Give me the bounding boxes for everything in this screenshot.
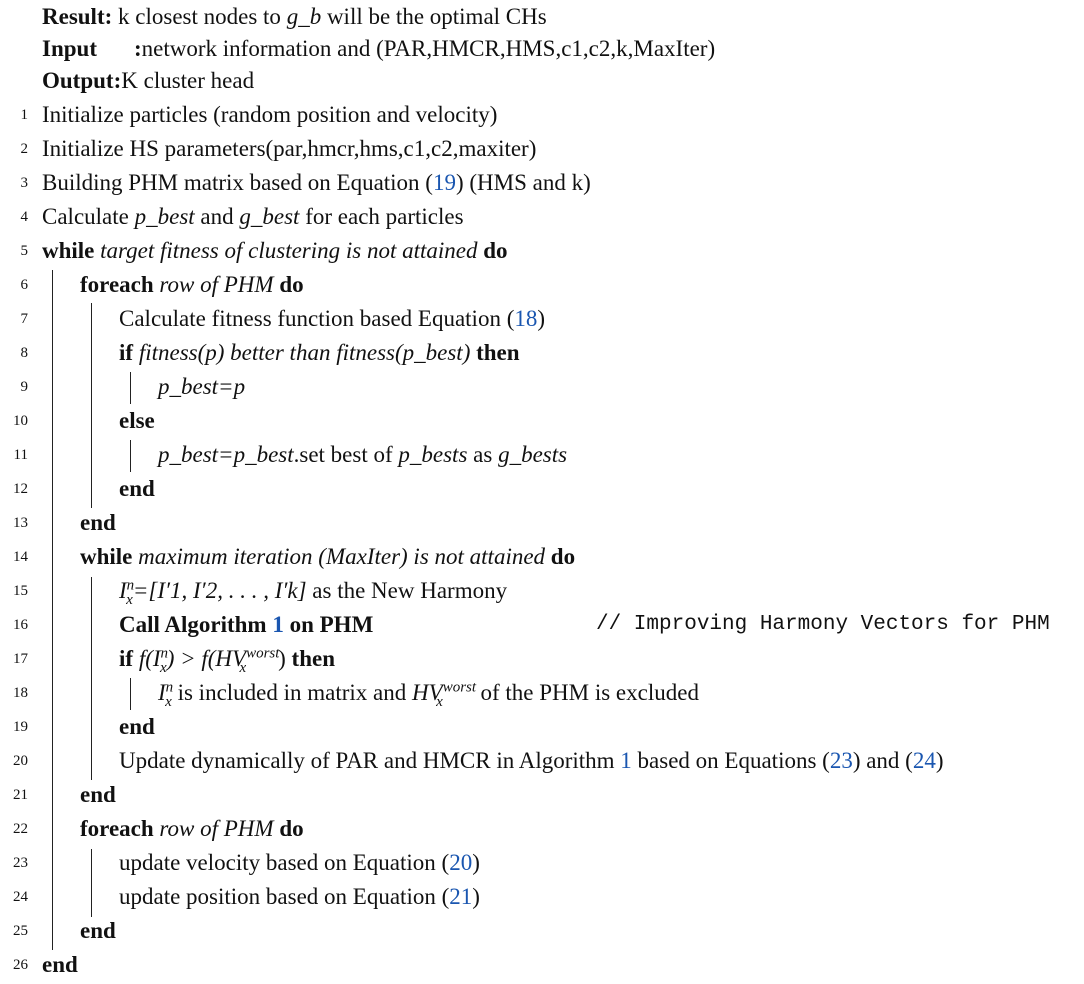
algo-line-20: 20 Update dynamically of PAR and HMCR in… — [0, 744, 1084, 778]
line-number: 10 — [13, 413, 28, 429]
line-number: 1 — [20, 107, 29, 123]
equation-ref-link[interactable]: 18 — [514, 306, 538, 331]
input-label: Input — [42, 36, 97, 61]
line-number: 11 — [13, 447, 28, 463]
algo-line-14: 14 while maximum iteration (MaxIter) is … — [0, 540, 1084, 574]
output-text: K cluster head — [121, 68, 255, 93]
algo-line-15: 15 Inx=[I′1, I′2, . . . , I′k] as the Ne… — [0, 574, 1084, 608]
algorithm-ref-link[interactable]: 1 — [272, 612, 284, 637]
output-label: Output: — [42, 68, 122, 93]
algorithm-ref-link[interactable]: 1 — [620, 748, 632, 773]
result-text: k closest nodes to g_b will be the optim… — [118, 4, 547, 29]
if1-else-bar — [130, 440, 132, 472]
line-number: 16 — [13, 617, 28, 633]
while2-block-bar — [91, 577, 93, 780]
algo-line-17: 17 if f(Inx) > f(HVworstx) then — [0, 642, 1084, 676]
algo-line-10: 10 else — [0, 404, 1084, 438]
algo-line-21: 21 end — [0, 778, 1084, 812]
equation-ref-link[interactable]: 23 — [829, 748, 853, 773]
algo-line-6: 6 foreach row of PHM do — [0, 268, 1084, 302]
line-number: 5 — [20, 243, 29, 259]
algo-line-18: 18 Inx is included in matrix and HVworst… — [0, 676, 1084, 710]
line-number: 26 — [13, 957, 28, 973]
algo-line-24: 24 update position based on Equation (21… — [0, 880, 1084, 914]
algo-line-16: 16 Call Algorithm 1 on PHM // Improving … — [0, 608, 1084, 642]
line-number: 15 — [13, 583, 28, 599]
line-number: 13 — [13, 515, 28, 531]
algo-line-5: 5 while target fitness of clustering is … — [0, 234, 1084, 268]
algo-line-2: 2 Initialize HS parameters(par,hmcr,hms,… — [0, 132, 1084, 166]
input-text: network information and (PAR,HMCR,HMS,c1… — [141, 36, 716, 61]
algo-line-23: 23 update velocity based on Equation (20… — [0, 846, 1084, 880]
line-number: 22 — [13, 821, 28, 837]
algo-line-19: 19 end — [0, 710, 1084, 744]
line-number: 20 — [13, 753, 28, 769]
line-number: 9 — [20, 379, 29, 395]
line-number: 17 — [13, 651, 28, 667]
algo-line-8: 8 if fitness(p) better than fitness(p_be… — [0, 336, 1084, 370]
line-number: 12 — [13, 481, 28, 497]
foreach2-block-bar — [91, 849, 93, 917]
line-number: 8 — [20, 345, 29, 361]
equation-ref-link[interactable]: 20 — [449, 850, 473, 875]
line-number: 6 — [20, 277, 29, 293]
algo-line-3: 3 Building PHM matrix based on Equation … — [0, 166, 1084, 200]
equation-ref-link[interactable]: 21 — [449, 884, 473, 909]
algo-line-12: 12 end — [0, 472, 1084, 506]
line-number: 23 — [13, 855, 28, 871]
line-number: 7 — [20, 311, 29, 327]
algo-line-22: 22 foreach row of PHM do — [0, 812, 1084, 846]
line-number: 21 — [13, 787, 28, 803]
equation-ref-link[interactable]: 24 — [912, 748, 936, 773]
line-number: 25 — [13, 923, 28, 939]
algo-line-26: 26 end — [0, 948, 1084, 982]
line-number: 2 — [20, 141, 29, 157]
result-label: Result: — [42, 4, 113, 29]
equation-ref-link[interactable]: 19 — [432, 170, 456, 195]
line-number: 3 — [20, 175, 29, 191]
algo-line-4: 4 Calculate p_best and g_best for each p… — [0, 200, 1084, 234]
line-number: 19 — [13, 719, 28, 735]
line-number: 18 — [13, 685, 28, 701]
line-number: 14 — [13, 549, 28, 565]
algo-line-7: 7 Calculate fitness function based Equat… — [0, 302, 1084, 336]
foreach1-block-bar — [91, 303, 93, 508]
if2-then-bar — [130, 678, 132, 710]
if1-then-bar — [130, 372, 132, 404]
algo-line-1: 1 Initialize particles (random position … — [0, 98, 1084, 132]
algo-line-11: 11 p_best=p_best.set best of p_bests as … — [0, 438, 1084, 472]
line-number: 4 — [20, 209, 29, 225]
algo-line-13: 13 end — [0, 506, 1084, 540]
algo-line-9: 9 p_best=p — [0, 370, 1084, 404]
line-number: 24 — [13, 889, 28, 905]
line-16-comment: // Improving Harmony Vectors for PHM — [596, 613, 1050, 636]
algo-line-25: 25 end — [0, 914, 1084, 948]
while-block-bar — [52, 270, 54, 950]
